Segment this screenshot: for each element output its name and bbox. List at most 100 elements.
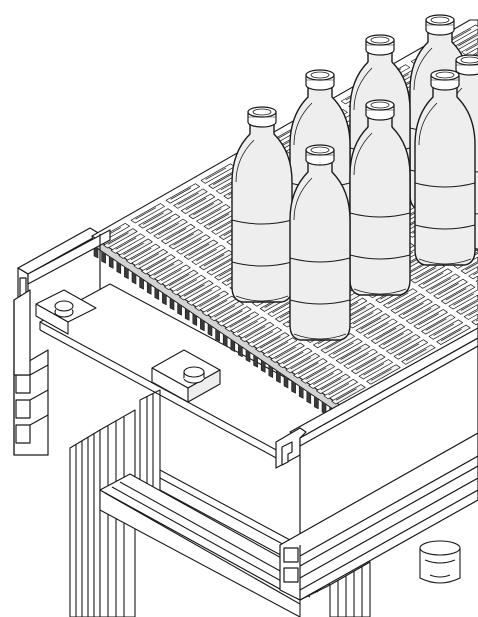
belt-tooth — [215, 329, 220, 342]
belt-link — [393, 339, 428, 360]
belt-link — [401, 344, 436, 365]
belt-tooth — [276, 370, 281, 384]
belt-tooth — [291, 381, 296, 394]
belt-link — [348, 308, 383, 329]
belt-tooth — [169, 298, 175, 311]
belt-link — [161, 223, 196, 245]
belt-tooth — [184, 308, 190, 321]
belt-link — [440, 284, 476, 305]
glass-bottle — [414, 69, 476, 266]
belt-tooth — [222, 334, 228, 347]
glass-bottle — [349, 99, 411, 296]
belt-link — [270, 342, 305, 363]
right-side-rail — [27, 229, 478, 601]
belt-link — [398, 298, 433, 319]
belt-tooth — [306, 391, 312, 404]
belt-tooth — [192, 313, 198, 326]
belt-link — [145, 213, 181, 234]
belt-link — [425, 273, 461, 294]
belt-link — [103, 228, 138, 249]
belt-link — [153, 218, 188, 239]
belt-link — [240, 321, 275, 343]
belt-link — [262, 337, 298, 358]
belt-link — [300, 363, 336, 384]
belt-link — [390, 293, 425, 314]
glass-bottle — [289, 144, 351, 341]
belt-link — [351, 353, 386, 375]
belt-link — [428, 319, 463, 340]
belt-tooth — [177, 303, 182, 316]
belt-tooth — [93, 246, 99, 259]
belt-link — [171, 275, 206, 296]
belt-tooth — [253, 355, 258, 368]
belt-link — [164, 269, 199, 291]
belt-link — [148, 259, 184, 280]
belt-link — [118, 238, 153, 259]
belt-tooth — [108, 256, 114, 269]
belt-link — [247, 327, 282, 348]
belt-link — [413, 309, 448, 330]
belt-link — [460, 260, 478, 275]
belt-link — [410, 263, 445, 284]
left-side-rail — [13, 227, 101, 456]
belt-link — [255, 332, 290, 353]
belt-link — [179, 280, 214, 301]
belt-link — [471, 317, 478, 326]
belt-link — [293, 358, 328, 379]
belt-link — [196, 204, 231, 225]
belt-link — [405, 303, 441, 325]
belt-tooth — [314, 396, 319, 410]
belt-tooth — [116, 261, 122, 274]
belt-link — [173, 188, 208, 209]
belt-link — [130, 203, 165, 224]
belt-tooth — [124, 266, 129, 280]
belt-link — [328, 338, 363, 359]
belt-link — [180, 193, 216, 214]
belt-link — [386, 334, 421, 355]
belt-link — [191, 244, 226, 265]
belt-link — [335, 343, 371, 364]
belt-link — [323, 379, 358, 400]
belt-tooth — [200, 318, 205, 332]
belt-link — [421, 314, 456, 335]
belt-tooth — [298, 386, 304, 399]
belt-link — [468, 270, 478, 280]
belt-link — [370, 323, 406, 344]
belt-link — [133, 249, 168, 270]
belt-tooth — [207, 324, 213, 337]
belt-link — [433, 278, 468, 300]
belt-link — [358, 359, 393, 380]
belt-link — [363, 318, 398, 339]
belt-link — [168, 229, 203, 250]
belt-link — [448, 289, 478, 310]
belt-tooth — [238, 344, 243, 358]
belt-tooth — [146, 282, 152, 295]
belt-link — [224, 311, 260, 332]
belt-link — [141, 254, 176, 275]
belt-tooth — [162, 292, 167, 306]
belt-link — [209, 301, 244, 322]
belt-link — [463, 308, 478, 320]
belt-tooth — [139, 277, 144, 290]
belt-tooth — [154, 287, 160, 300]
belt-link — [308, 368, 343, 389]
belt-tooth — [230, 339, 236, 352]
belt-link — [188, 198, 223, 220]
belt-link — [418, 268, 453, 289]
belt-link — [343, 348, 378, 369]
belt-link — [183, 239, 219, 260]
belt-link — [378, 328, 413, 350]
belt-link — [176, 234, 211, 255]
belt-link — [436, 324, 471, 345]
belt-tooth — [260, 360, 266, 373]
belt-tooth — [245, 350, 251, 363]
belt-link — [126, 243, 161, 265]
cross-bracket-plate — [35, 283, 351, 461]
belt-link — [278, 347, 313, 369]
belt-link — [355, 313, 390, 334]
belt-link — [461, 42, 478, 56]
belt-link — [110, 233, 146, 254]
belt-link — [316, 373, 351, 395]
belt-tooth — [131, 272, 137, 285]
belt-tooth — [101, 251, 106, 264]
